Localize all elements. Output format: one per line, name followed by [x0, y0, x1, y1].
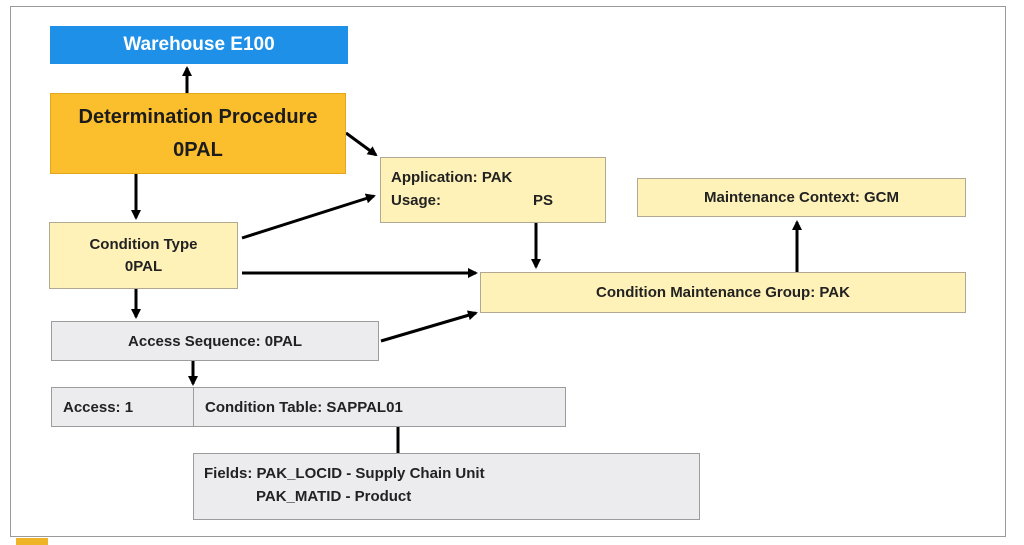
determination-procedure-code: 0PAL — [173, 138, 223, 161]
condition-type-title: Condition Type — [89, 235, 198, 253]
determination-procedure-title: Determination Procedure — [78, 105, 318, 128]
access-sequence-label: Access Sequence: 0PAL — [128, 332, 302, 350]
fields-box: Fields: PAK_LOCID - Supply Chain Unit PA… — [193, 453, 700, 520]
access-sequence-box: Access Sequence: 0PAL — [51, 321, 379, 361]
determination-procedure-box: Determination Procedure 0PAL — [50, 93, 346, 174]
maintenance-context-box: Maintenance Context: GCM — [637, 178, 966, 217]
arrow-condition-type-to-application — [241, 193, 376, 240]
warehouse-box: Warehouse E100 — [50, 26, 348, 64]
warehouse-label: Warehouse E100 — [123, 34, 275, 55]
fields-line-2: PAK_MATID - Product — [256, 488, 412, 505]
condition-table-box: Condition Table: SAPPAL01 — [193, 387, 566, 427]
access-label: Access: 1 — [63, 398, 134, 416]
access-box: Access: 1 — [51, 387, 194, 427]
application-box: Application: PAK Usage: PS — [380, 157, 606, 223]
usage-row: Usage: PS — [391, 189, 605, 212]
condition-type-code: 0PAL — [124, 257, 163, 275]
arrow-access-sequence-to-cmg — [380, 310, 478, 343]
arrow-procedure-to-application — [345, 131, 378, 157]
corner-mark — [16, 538, 48, 545]
application-label: Application: PAK — [391, 169, 513, 186]
usage-value: PS — [533, 192, 554, 209]
condition-maintenance-group-box: Condition Maintenance Group: PAK — [480, 272, 966, 313]
condition-maintenance-group-label: Condition Maintenance Group: PAK — [596, 284, 850, 301]
maintenance-context-label: Maintenance Context: GCM — [703, 189, 899, 206]
condition-table-label: Condition Table: SAPPAL01 — [205, 398, 403, 416]
usage-label: Usage: — [391, 192, 442, 209]
fields-line-1: Fields: PAK_LOCID - Supply Chain Unit — [204, 465, 485, 482]
condition-type-box: Condition Type 0PAL — [49, 222, 238, 289]
